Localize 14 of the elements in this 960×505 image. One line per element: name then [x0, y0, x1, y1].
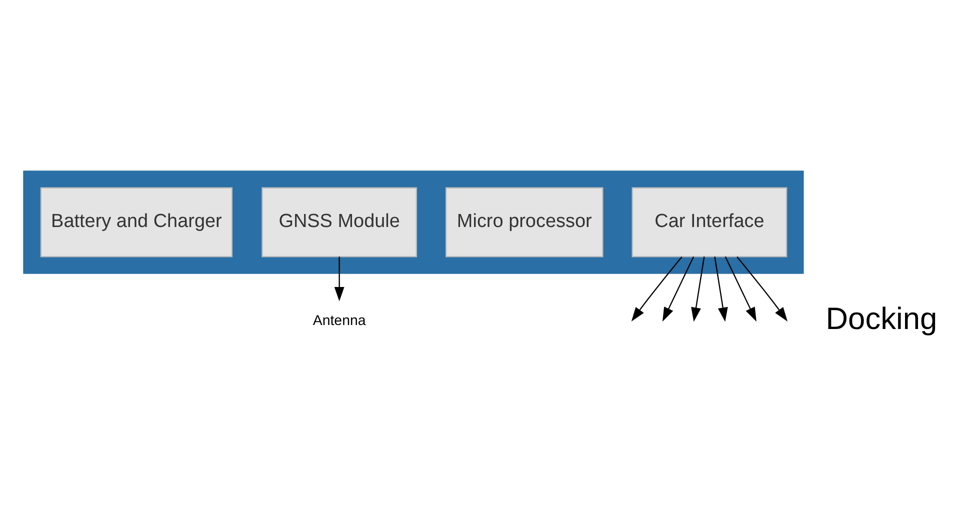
- cluster: [22, 170, 804, 274]
- arrow: [690, 256, 704, 322]
- arrow: [736, 256, 788, 322]
- arrow: [662, 256, 694, 322]
- node-box: Car Interface: [631, 187, 787, 258]
- arrow: [334, 256, 344, 302]
- node-box: Micro processor: [445, 187, 603, 258]
- node-box: Battery and Charger: [40, 187, 232, 258]
- arrow: [724, 256, 756, 322]
- arrow: [714, 256, 728, 322]
- label: Docking: [825, 300, 937, 336]
- node-box: GNSS Module: [261, 187, 417, 258]
- arrow: [630, 256, 682, 322]
- node-text: Antenna: [312, 312, 366, 329]
